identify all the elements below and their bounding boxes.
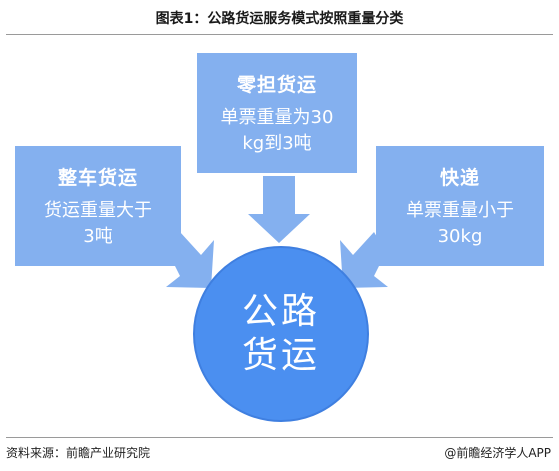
top-divider <box>6 34 553 35</box>
express-box: 快递 单票重量小于 30kg <box>376 146 544 266</box>
highway-freight-circle: 公路 货运 <box>193 246 369 422</box>
full-truckload-heading: 整车货运 <box>57 166 138 189</box>
center-label-line2: 货运 <box>241 335 320 376</box>
arrow-down-icon <box>248 176 310 243</box>
express-desc-line1: 单票重量小于 <box>406 199 514 221</box>
arrow-left-diagonal-icon <box>166 232 214 288</box>
full-truckload-desc-line1: 货运重量大于 <box>44 199 152 221</box>
less-than-truckload-desc-line2: kg到3吨 <box>242 132 312 154</box>
center-label-line1: 公路 <box>241 291 320 332</box>
express-desc-line2: 30kg <box>437 225 483 247</box>
figure-title: 图表1：公路货运服务模式按照重量分类 <box>155 11 404 27</box>
less-than-truckload-heading: 零担货运 <box>236 73 317 96</box>
brand-credit: @前瞻经济学人APP <box>444 446 551 460</box>
arrow-right-diagonal-icon <box>340 232 388 288</box>
source-note: 资料来源：前瞻产业研究院 <box>6 446 151 460</box>
full-truckload-box: 整车货运 货运重量大于 3吨 <box>15 146 181 266</box>
less-than-truckload-box: 零担货运 单票重量为30 kg到3吨 <box>197 53 357 173</box>
less-than-truckload-desc-line1: 单票重量为30 <box>220 106 334 128</box>
express-heading: 快递 <box>439 166 480 189</box>
full-truckload-desc-line2: 3吨 <box>83 225 113 247</box>
bottom-divider <box>6 437 553 438</box>
